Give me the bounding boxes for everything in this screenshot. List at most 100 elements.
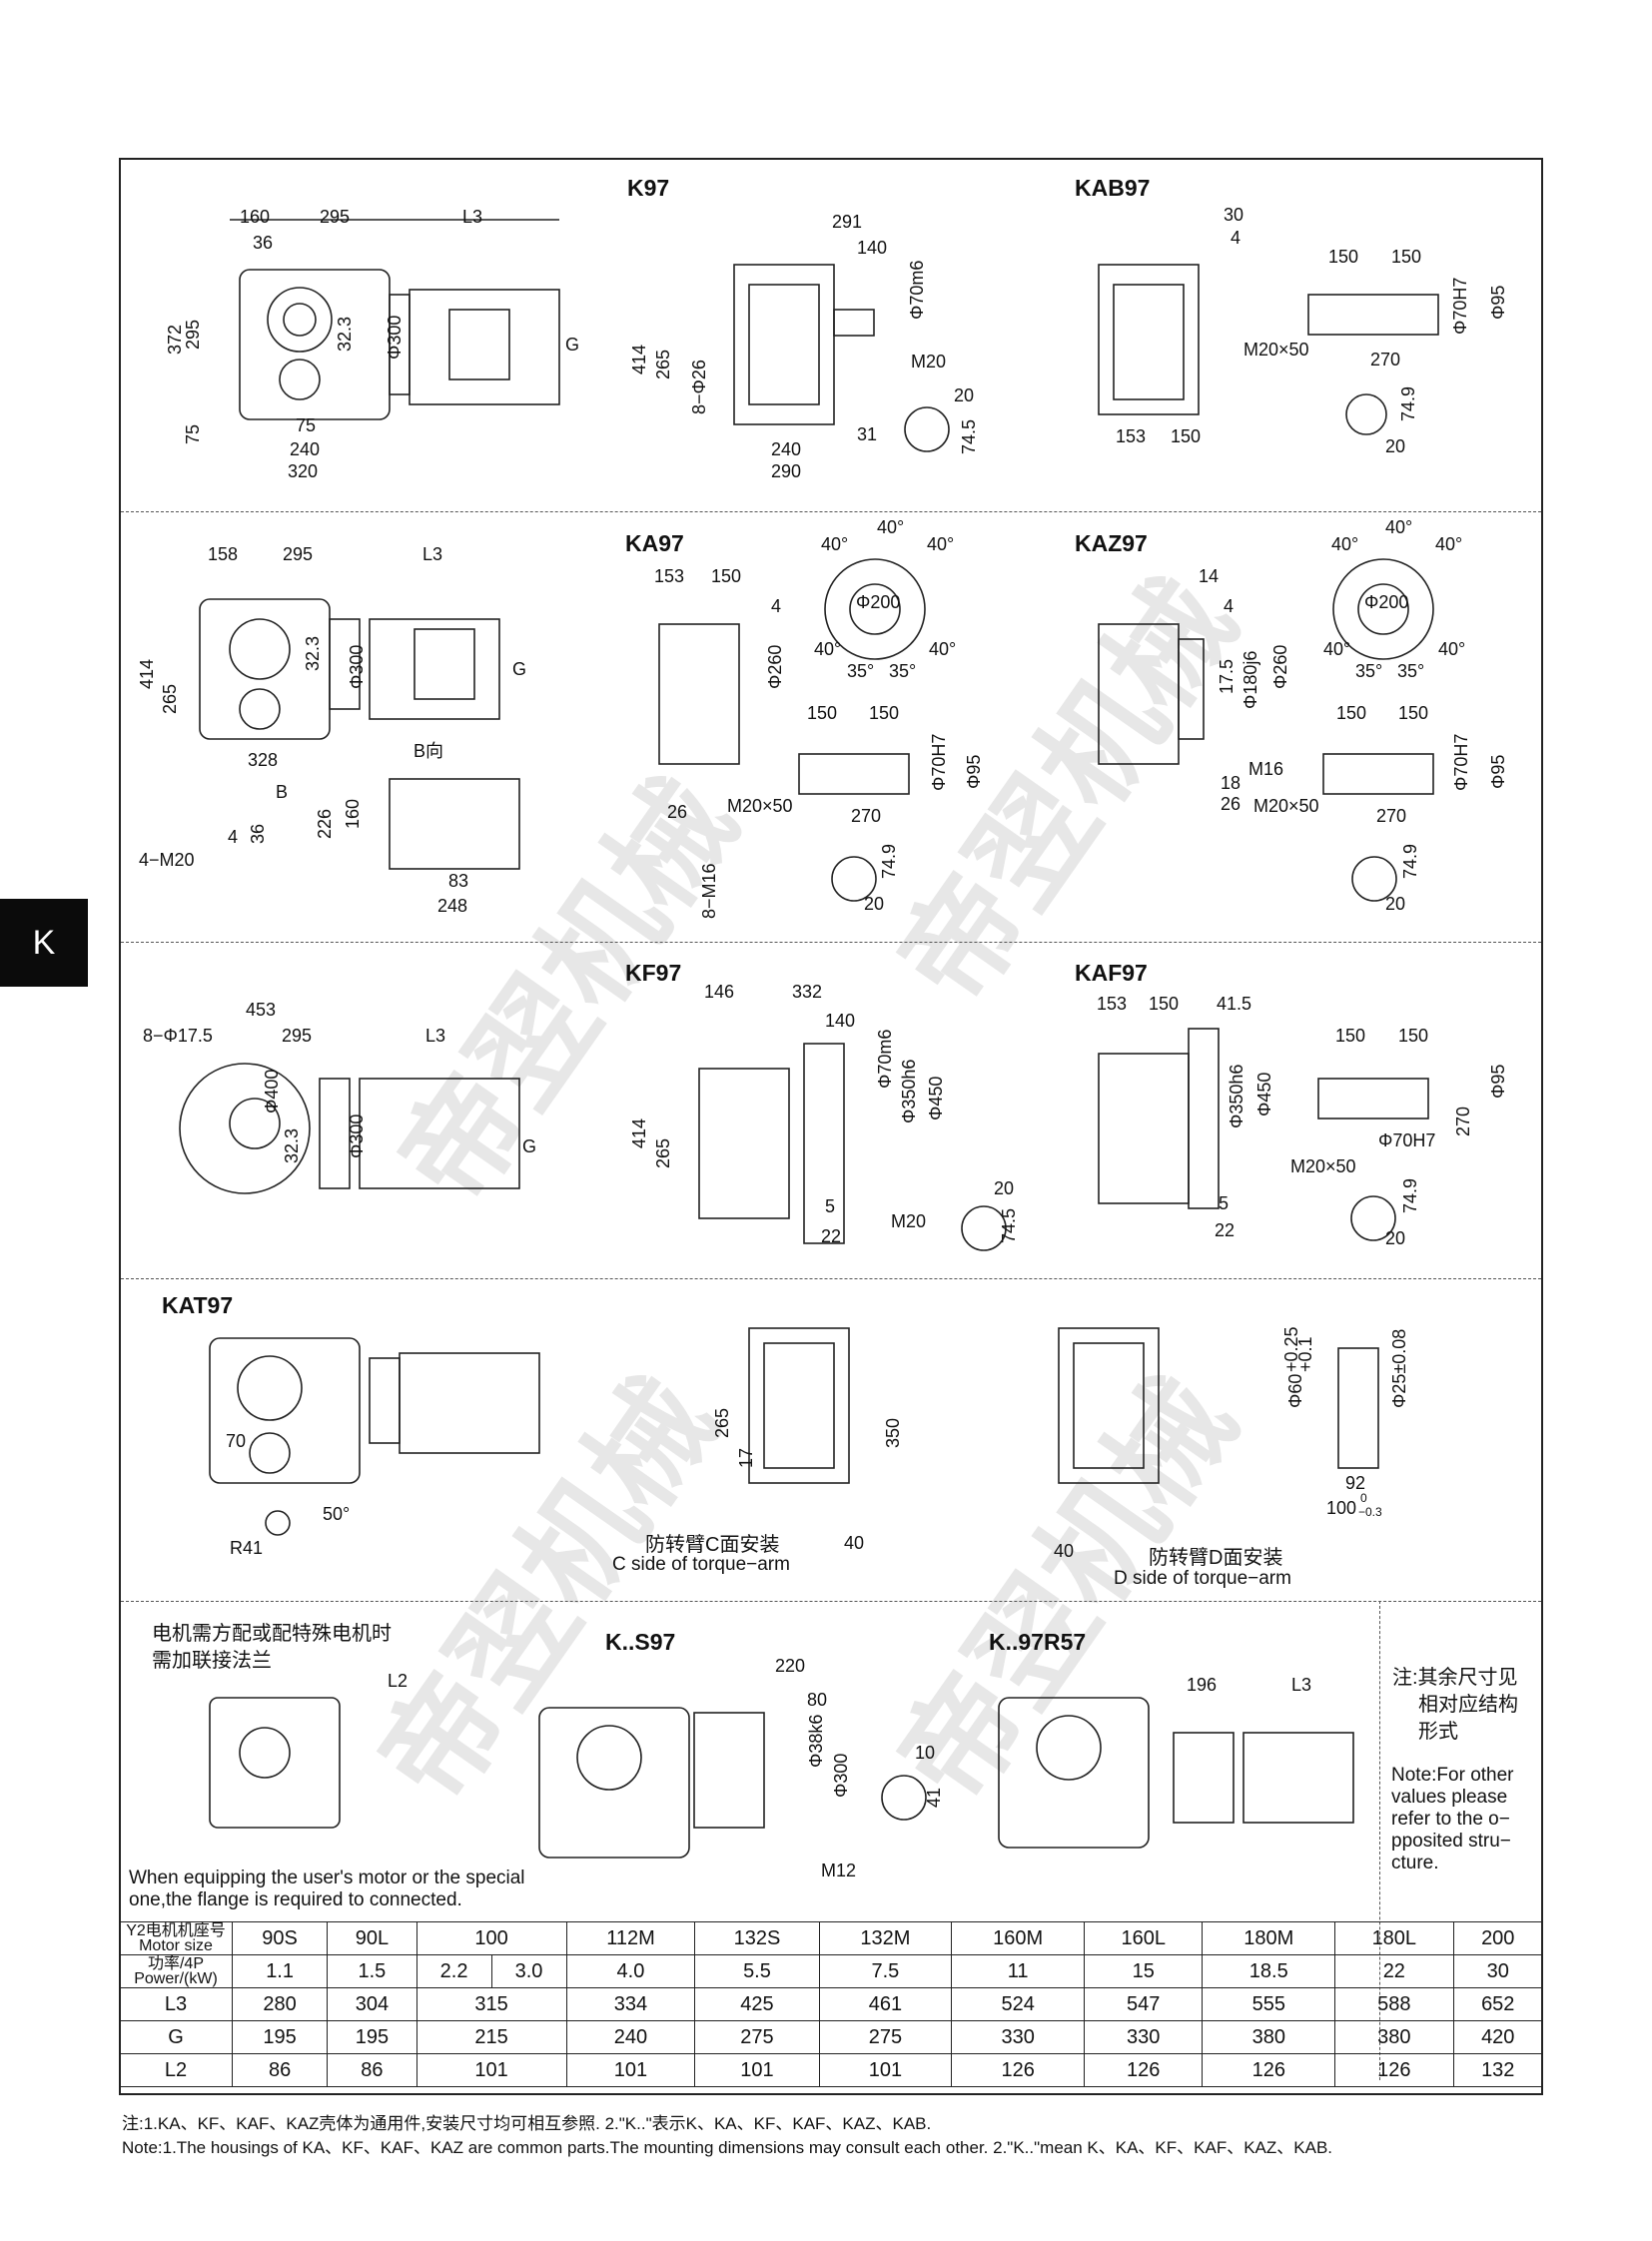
dim-label: Φ450 xyxy=(926,1076,946,1120)
dim-label: Φ95 xyxy=(1488,1064,1508,1099)
table-cell: 11 xyxy=(951,1954,1086,1988)
dim-label: 4 xyxy=(771,596,782,616)
dim-label: 14 xyxy=(1199,566,1220,586)
dim-label: G xyxy=(522,1136,537,1156)
table-row: L3 280 304 315 334 425 461 524 547 555 5… xyxy=(119,1987,1543,2021)
dim-label: 83 xyxy=(448,871,469,891)
dim-label: G xyxy=(565,335,580,355)
note-divider xyxy=(1379,1601,1380,2080)
table-cell: 425 xyxy=(694,1987,820,2021)
dim-label: 295 xyxy=(283,544,314,564)
dim-label: G xyxy=(512,659,527,679)
dim-label: M20 xyxy=(891,1211,927,1231)
dim-label: 20 xyxy=(954,385,975,405)
dim-label: Φ95 xyxy=(1488,754,1508,789)
dim-label: 160 xyxy=(240,207,271,227)
dim-label: 265 xyxy=(712,1407,732,1438)
dim-label: 40° xyxy=(929,639,957,659)
dim-label: 74.5 xyxy=(999,1207,1019,1243)
dim-label: 270 xyxy=(1453,1106,1473,1136)
dim-label: L2 xyxy=(388,1671,409,1691)
table-cell: 5.5 xyxy=(694,1954,820,1988)
dim-label: 350 xyxy=(883,1417,903,1448)
table-cell: 555 xyxy=(1202,1987,1336,2021)
table-cell: 1.1 xyxy=(231,1954,329,1988)
dim-label: 320 xyxy=(288,461,319,481)
title-kaf97: KAF97 xyxy=(1075,960,1148,986)
dim-label: 240 xyxy=(290,439,321,459)
footer-note-cn: 注:1.KA、KF、KAF、KAZ壳体为通用件,安装尺寸均可相互参照. 2."K… xyxy=(122,2114,932,2133)
dim-label: 150 xyxy=(1335,1026,1366,1046)
side-note-en-2: values please xyxy=(1391,1787,1508,1808)
row-label: L3 xyxy=(119,1987,233,2021)
dim-label: 20 xyxy=(1385,894,1406,914)
dim-label: 31 xyxy=(857,424,878,444)
dim-label: B xyxy=(276,782,289,802)
dim-label: 140 xyxy=(857,238,888,258)
dim-label: M20×50 xyxy=(1253,796,1319,816)
dim-label: 5 xyxy=(1219,1193,1230,1213)
dim-label: 35° xyxy=(889,661,917,681)
table-cell: 1.5 xyxy=(327,1954,417,1988)
section-divider xyxy=(121,942,1541,943)
table-cell: 180L xyxy=(1334,1921,1454,1955)
table-cell: 126 xyxy=(1084,2053,1204,2087)
dim-label: Φ95 xyxy=(1488,285,1508,320)
dim-label: 150 xyxy=(1336,703,1367,723)
dim-label: 196 xyxy=(1187,1675,1218,1695)
kab97-views xyxy=(1098,264,1439,435)
table-cell: 160L xyxy=(1084,1921,1204,1955)
dim-label: Φ300 xyxy=(831,1753,851,1798)
table-cell: 101 xyxy=(565,2053,696,2087)
dim-label: Φ70H7 xyxy=(1451,733,1471,791)
table-cell: 101 xyxy=(415,2053,567,2087)
dim-label: 70 xyxy=(226,1431,247,1451)
dim-label: L3 xyxy=(1291,1675,1312,1695)
section-divider xyxy=(121,1601,1541,1602)
table-row: G 195 195 215 240 275 275 330 330 380 38… xyxy=(119,2020,1543,2054)
dim-label: 20 xyxy=(1385,436,1406,456)
dim-label: 150 xyxy=(1391,247,1422,267)
dim-label: 30 xyxy=(1224,205,1244,225)
ka97-views xyxy=(199,558,926,902)
dim-label: 453 xyxy=(246,1000,277,1020)
dim-label: L3 xyxy=(425,1026,446,1046)
table-cell: 101 xyxy=(818,2053,953,2087)
dim-label: 32.3 xyxy=(303,635,323,671)
table-cell: 215 xyxy=(415,2020,567,2054)
table-cell: 588 xyxy=(1334,1987,1454,2021)
table-cell: 524 xyxy=(951,1987,1086,2021)
table-cell: 275 xyxy=(818,2020,953,2054)
dim-label: 17.5 xyxy=(1217,658,1237,694)
dim-label: 74.5 xyxy=(959,418,979,454)
table-cell: 112M xyxy=(565,1921,696,1955)
dim-label: 20 xyxy=(1385,1228,1406,1248)
side-note-en-5: cture. xyxy=(1391,1853,1439,1873)
dim-label: 22 xyxy=(1215,1220,1236,1240)
dim-label: 74.9 xyxy=(1400,843,1420,879)
table-cell: 101 xyxy=(694,2053,820,2087)
table-cell: 334 xyxy=(565,1987,696,2021)
dim-label: 35° xyxy=(847,661,875,681)
section-divider xyxy=(121,511,1541,512)
kat97-views xyxy=(209,1327,1379,1536)
dim-label: 40° xyxy=(1435,534,1463,554)
dim-label: 4 xyxy=(1224,596,1235,616)
table-cell: 3.0 xyxy=(490,1954,567,1988)
dim-label: 35° xyxy=(1355,661,1383,681)
dim-label: B向 xyxy=(413,741,444,761)
dim-label: +0.1 xyxy=(1295,1336,1315,1372)
special-note-en-2: one,the flange is required to connected. xyxy=(129,1889,462,1910)
table-row: L2 86 86 101 101 101 101 126 126 126 126… xyxy=(119,2053,1543,2087)
dim-label: 4 xyxy=(1231,228,1241,248)
dim-label: 75 xyxy=(183,423,203,444)
dim-label: 8−Φ17.5 xyxy=(143,1026,213,1046)
dim-label: M20 xyxy=(911,352,947,372)
special-note-cn-2: 需加联接法兰 xyxy=(152,1650,272,1672)
dim-label: 265 xyxy=(160,683,180,714)
table-cell: 132M xyxy=(818,1921,953,1955)
table-cell: 86 xyxy=(327,2053,417,2087)
